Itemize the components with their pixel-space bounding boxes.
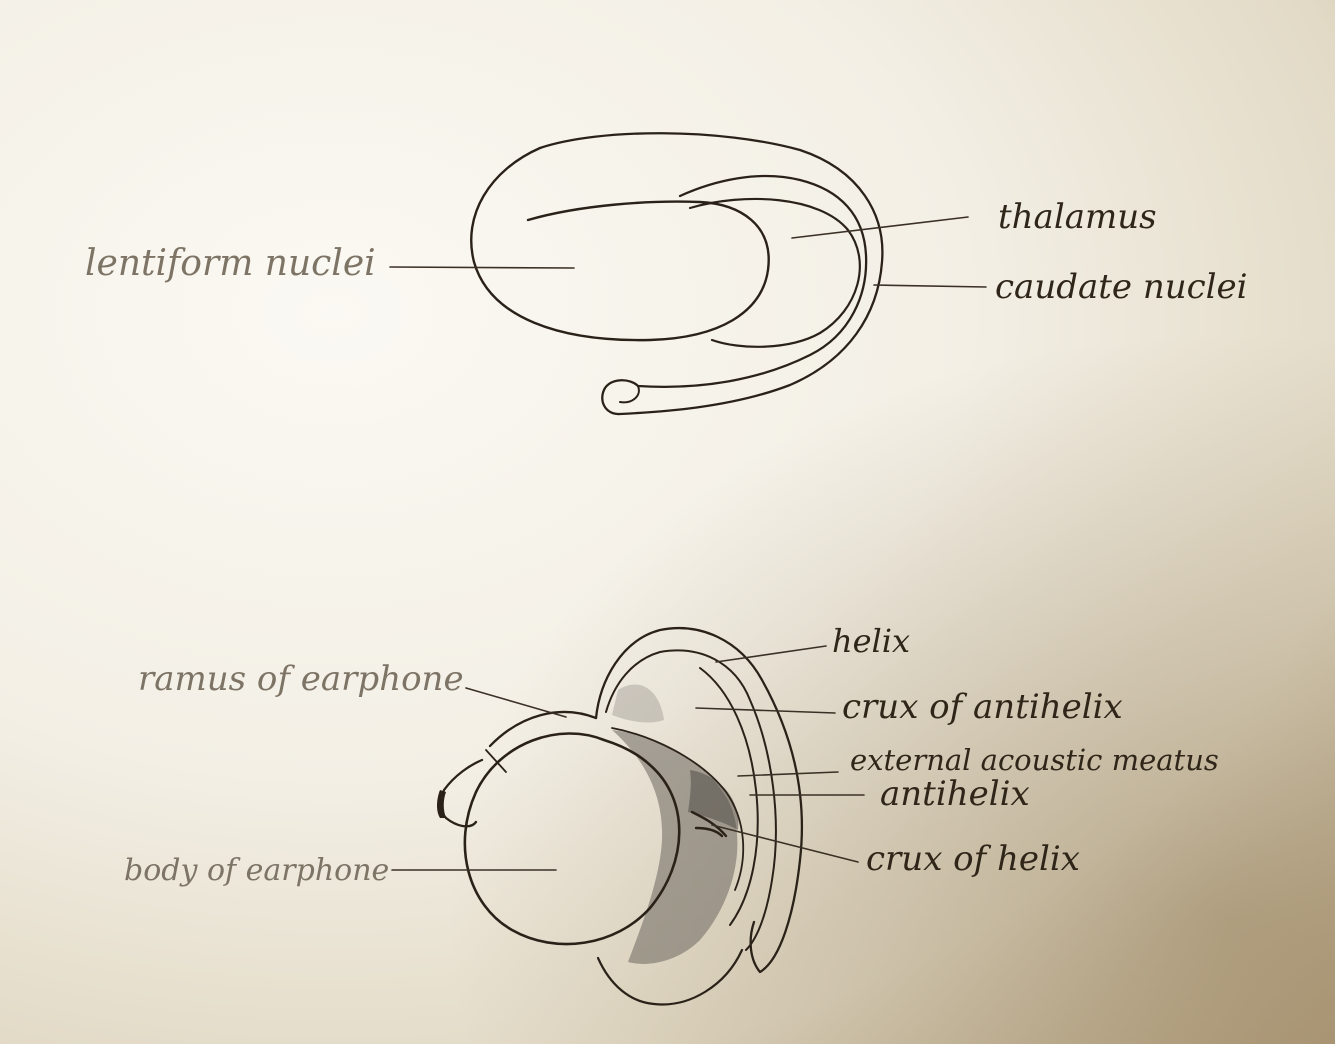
label-helix: helix bbox=[832, 622, 910, 660]
leader-crux-antihelix bbox=[696, 708, 835, 713]
upper-shading bbox=[612, 685, 664, 723]
thalamus-outline bbox=[690, 199, 860, 347]
label-external-acoustic-meatus: external acoustic meatus bbox=[850, 743, 1219, 777]
label-lentiform-nuclei: lentiform nuclei bbox=[85, 243, 376, 284]
caudate-tail-bulb bbox=[620, 386, 639, 402]
leader-lentiform bbox=[390, 267, 574, 268]
concha-shading bbox=[612, 730, 737, 964]
label-caudate-nuclei: caudate nuclei bbox=[995, 267, 1248, 307]
leader-ramus bbox=[466, 688, 566, 717]
caudate-nucleus-outer bbox=[540, 133, 882, 414]
label-crux-of-antihelix: crux of antihelix bbox=[842, 687, 1123, 727]
label-antihelix: antihelix bbox=[880, 774, 1030, 814]
label-crux-of-helix: crux of helix bbox=[866, 839, 1080, 879]
earphone-ramus bbox=[441, 712, 596, 826]
label-ramus-of-earphone: ramus of earphone bbox=[138, 659, 464, 699]
lentiform-nucleus-outline bbox=[471, 148, 768, 340]
label-body-of-earphone: body of earphone bbox=[124, 853, 389, 888]
leader-helix bbox=[716, 646, 826, 662]
earphone-ear-diagram bbox=[437, 628, 802, 1004]
leader-caudate bbox=[874, 285, 986, 287]
brain-nuclei-diagram bbox=[471, 133, 882, 414]
earphone-ramus-tip bbox=[437, 790, 446, 818]
label-thalamus: thalamus bbox=[998, 197, 1157, 237]
earphone-ramus-band bbox=[486, 750, 506, 772]
